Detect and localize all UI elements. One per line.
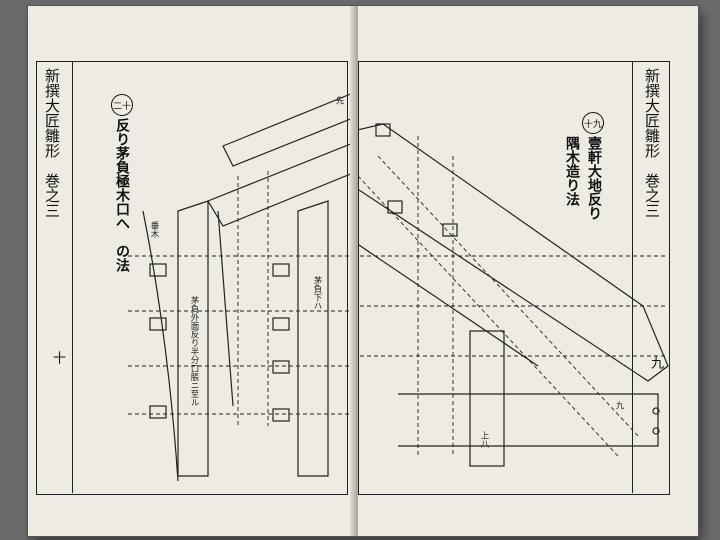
open-book: 新撰大匠雛形 巻之三 十 二十 反り茅負極木口へ𛂦の法	[28, 6, 698, 536]
left-page: 新撰大匠雛形 巻之三 十 二十 反り茅負極木口へ𛂦の法	[28, 6, 353, 536]
right-label-b: 上八	[478, 431, 490, 448]
left-label-a: 茅負外面反り半分口脹ニ至ル	[188, 296, 200, 407]
left-diagram	[28, 6, 353, 536]
left-label-d: 先	[333, 96, 345, 105]
left-label-b: 茅負下ハ	[311, 276, 323, 310]
right-diagram	[358, 6, 698, 536]
right-label-a: 九	[613, 401, 625, 410]
right-page: 新撰大匠雛形 巻之三 九 十九 壹軒大地反り 隅木造り法	[358, 6, 698, 536]
left-label-c: 垂木	[148, 221, 160, 238]
